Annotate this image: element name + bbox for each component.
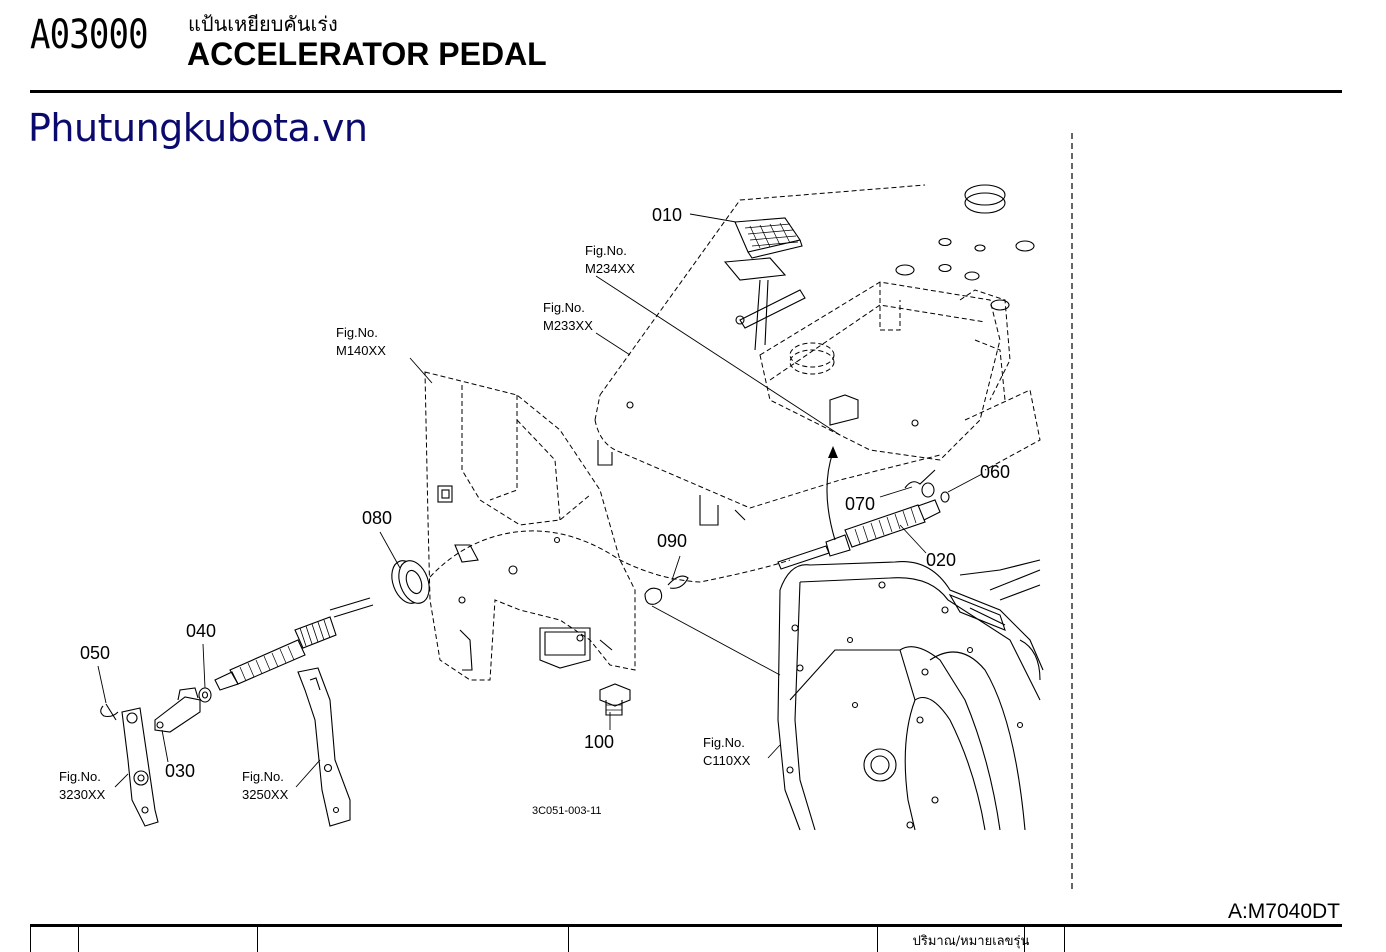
table-divider	[78, 926, 79, 952]
figref-m234-code: M234XX	[585, 261, 635, 276]
figref-m234-label: Fig.No.	[585, 243, 627, 258]
floor-panel	[594, 184, 941, 526]
cable-clip	[644, 575, 689, 605]
figref-3230-code: 3230XX	[59, 787, 106, 802]
table-divider	[1064, 926, 1065, 952]
cable-tube	[329, 597, 371, 611]
title-english: ACCELERATOR PEDAL	[187, 36, 547, 72]
label-080: 080	[362, 508, 392, 528]
clevis	[154, 687, 201, 733]
accelerator-pedal	[723, 217, 806, 351]
label-040: 040	[186, 621, 216, 641]
figref-m140-code: M140XX	[336, 343, 386, 358]
cable-upper-end	[777, 499, 941, 570]
label-090: 090	[657, 531, 687, 551]
cable-lower-end	[214, 616, 337, 691]
bolt	[599, 683, 631, 716]
section-code: A03000	[30, 12, 149, 58]
figref-m140-label: Fig.No.	[336, 325, 378, 340]
qty-model-header: ปริมาณ/หมายเลขรุ่น	[912, 934, 1030, 949]
figref-m233-code: M233XX	[543, 318, 593, 333]
table-divider	[30, 926, 31, 952]
table-divider	[877, 926, 878, 952]
label-010: 010	[652, 205, 682, 225]
fuel-tank	[759, 184, 1041, 471]
drawing-number: 3C051-003-11	[532, 805, 602, 817]
parts-table-header: ปริมาณ/หมายเลขรุ่น	[30, 926, 1342, 952]
figref-c110-label: Fig.No.	[703, 735, 745, 750]
bracket	[297, 667, 351, 827]
table-divider	[568, 926, 569, 952]
cable-arrow	[826, 451, 836, 541]
title-thai: แป้นเหยียบคันเร่ง	[188, 12, 338, 36]
figref-3250-label: Fig.No.	[242, 769, 284, 784]
model-code: A:M7040DT	[1227, 900, 1340, 923]
label-030: 030	[165, 761, 195, 781]
washer	[921, 482, 935, 498]
cable-route	[429, 530, 791, 583]
label-020: 020	[926, 550, 956, 570]
leader-lines	[97, 213, 983, 788]
snap-pin	[100, 703, 119, 721]
table-divider	[1024, 926, 1025, 952]
figref-m233-label: Fig.No.	[543, 300, 585, 315]
figref-3250-code: 3250XX	[242, 787, 289, 802]
label-060: 060	[980, 462, 1010, 482]
label-100: 100	[584, 732, 614, 752]
watermark: Phutungkubota.vn	[28, 106, 368, 150]
figref-3230-label: Fig.No.	[59, 769, 101, 784]
split-pin	[904, 469, 936, 489]
transmission-case	[777, 559, 1044, 831]
side-panel	[424, 371, 636, 681]
grommet	[391, 560, 430, 604]
label-070: 070	[845, 494, 875, 514]
table-divider	[257, 926, 258, 952]
lock-nut	[198, 687, 212, 703]
label-050: 050	[80, 643, 110, 663]
table-top-rule	[30, 924, 1342, 927]
header-rule	[30, 90, 1342, 93]
figref-c110-code: C110XX	[703, 753, 751, 768]
pedal-lever	[121, 707, 159, 827]
